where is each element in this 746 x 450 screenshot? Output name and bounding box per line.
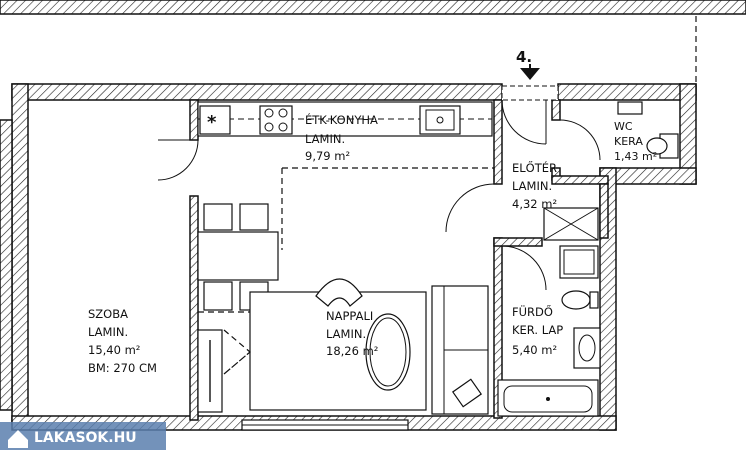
- svg-text:15,40 m²: 15,40 m²: [88, 343, 140, 357]
- svg-text:LAMIN.: LAMIN.: [512, 179, 552, 193]
- living-door-swing: [445, 183, 495, 233]
- bathroom-door-swing: [501, 245, 547, 291]
- living-furniture: [197, 278, 489, 415]
- entrance-number: 4.: [516, 48, 532, 66]
- cushion: [451, 378, 483, 408]
- label-wc: WC KERA 1,43 m²: [614, 120, 657, 163]
- cooktop: [259, 105, 293, 135]
- toilet: [561, 290, 591, 310]
- wc-sink: [617, 101, 643, 115]
- entry-door-swing: [501, 99, 547, 145]
- label-living: NAPPALI LAMIN. 18,26 m²: [326, 309, 378, 358]
- svg-text:ELŐTÉR: ELŐTÉR: [512, 160, 557, 175]
- house-icon: [8, 430, 28, 448]
- fridge: [199, 105, 231, 135]
- svg-text:SZOBA: SZOBA: [88, 307, 128, 321]
- kitchen-zone-outline: [281, 167, 495, 250]
- shower-tray: [559, 245, 599, 279]
- svg-text:5,40 m²: 5,40 m²: [512, 343, 557, 357]
- sink: [419, 105, 461, 135]
- svg-text:4,32 m²: 4,32 m²: [512, 197, 557, 211]
- top-building-wall: [0, 0, 746, 90]
- label-bathroom: FÜRDŐ KER. LAP 5,40 m²: [512, 303, 563, 357]
- svg-text:LAMIN.: LAMIN.: [305, 132, 345, 146]
- label-kitchen: ÉTK-KONYHA LAMIN. 9,79 m²: [305, 112, 378, 163]
- svg-text:ÉTK-KONYHA: ÉTK-KONYHA: [305, 112, 378, 127]
- svg-text:9,79 m²: 9,79 m²: [305, 149, 350, 163]
- exterior-walls: [0, 83, 697, 431]
- svg-text:LAMIN.: LAMIN.: [88, 325, 128, 339]
- bathroom-fixtures: [497, 207, 601, 417]
- svg-text:KER. LAP: KER. LAP: [512, 323, 563, 337]
- svg-text:NAPPALI: NAPPALI: [326, 309, 373, 323]
- entrance-marker: 4.: [501, 48, 559, 101]
- wc-door-swing: [559, 119, 601, 161]
- interior-walls: [189, 99, 609, 421]
- svg-text:KERA: KERA: [614, 135, 643, 148]
- svg-text:BM: 270 CM: BM: 270 CM: [88, 361, 157, 375]
- chair: [203, 281, 233, 311]
- dining-table: [197, 203, 279, 311]
- wc-fixtures: [617, 101, 679, 159]
- chair: [203, 203, 233, 231]
- svg-text:WC: WC: [614, 120, 633, 133]
- fridge-asterisk-icon: *: [207, 112, 217, 133]
- svg-text:LAKASOK.HU: LAKASOK.HU: [34, 430, 137, 446]
- svg-text:FÜRDŐ: FÜRDŐ: [512, 303, 553, 319]
- svg-text:1,43 m²: 1,43 m²: [614, 150, 657, 163]
- kitchen-door-swing: [157, 139, 199, 181]
- armchair: [315, 278, 363, 307]
- svg-text:18,26 m²: 18,26 m²: [326, 344, 378, 358]
- chair: [239, 203, 269, 231]
- svg-text:LAMIN.: LAMIN.: [326, 327, 366, 341]
- label-bedroom: SZOBA LAMIN. 15,40 m² BM: 270 CM: [88, 307, 157, 375]
- coffee-table: [365, 313, 411, 391]
- watermark: LAKASOK.HU: [0, 422, 166, 450]
- label-entry: ELŐTÉR LAMIN. 4,32 m²: [512, 160, 557, 211]
- washbasin: [573, 327, 601, 369]
- kitchen-counter: *: [197, 101, 493, 137]
